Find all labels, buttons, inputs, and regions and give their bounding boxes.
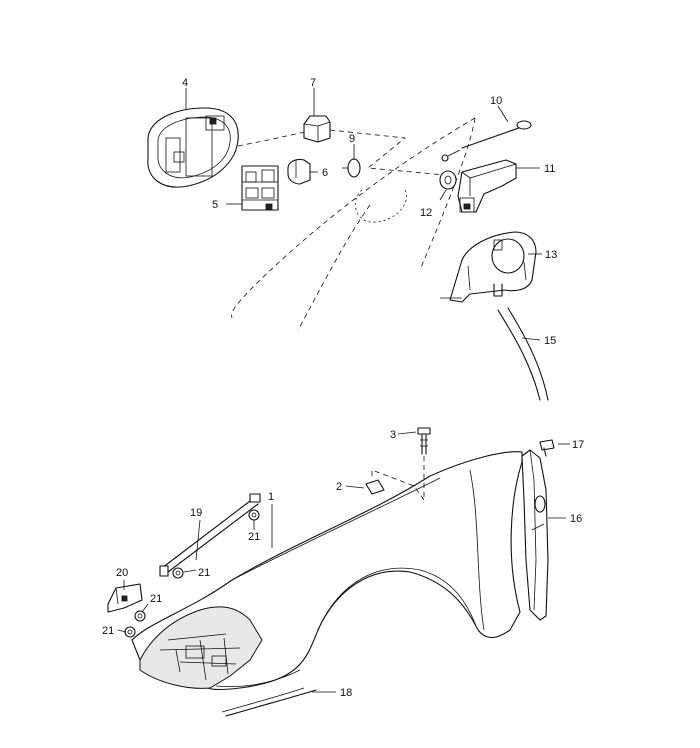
callout-7: 7	[310, 77, 316, 89]
drain-hose-part-15	[497, 307, 549, 401]
sill-strip-part-18	[221, 687, 317, 717]
nut-21-a	[248, 509, 260, 521]
callout-17: 17	[572, 439, 584, 451]
leaders-upper	[185, 88, 542, 341]
wheel-arch-liner	[139, 606, 263, 689]
clip-part-6	[287, 158, 311, 185]
callout-9: 9	[349, 133, 355, 145]
callout-21-c: 21	[150, 593, 162, 605]
bolt-part-3	[417, 427, 431, 500]
body-panel-outline	[231, 117, 476, 331]
nut-21-c	[134, 610, 146, 622]
callout-2: 2	[336, 481, 342, 493]
hinge-block-part-7	[303, 115, 331, 143]
nut-21-d	[124, 626, 136, 638]
callout-16: 16	[570, 513, 582, 525]
callout-labels: 1 2 3 4 5 6 7 9 10 11 12 13 15 16 17 18 …	[102, 77, 584, 699]
callout-3: 3	[390, 429, 396, 441]
screw-part-17	[539, 439, 555, 457]
callout-1: 1	[268, 491, 274, 503]
cable-part-10	[441, 120, 532, 162]
callout-21-a: 21	[248, 531, 260, 543]
callout-19: 19	[190, 507, 202, 519]
clip-nut-part-2	[365, 469, 425, 501]
callout-18: 18	[340, 687, 352, 699]
callout-6: 6	[322, 167, 328, 179]
bracket-part-20	[107, 583, 143, 613]
callout-10: 10	[490, 95, 502, 107]
callout-21-b: 21	[198, 567, 210, 579]
callout-13: 13	[545, 249, 557, 261]
filler-housing-part-13	[440, 231, 537, 303]
fuel-flap-part-4	[147, 107, 239, 188]
actuator-part-11	[457, 159, 517, 213]
nut-21-b	[172, 567, 184, 579]
callout-11: 11	[544, 163, 555, 175]
link-hinge-to-body	[329, 129, 446, 176]
link-flap-to-hinge	[237, 131, 306, 147]
callout-12: 12	[420, 207, 432, 219]
grommet-part-12	[439, 170, 457, 190]
callout-5: 5	[212, 199, 218, 211]
callout-4: 4	[182, 77, 188, 89]
callout-20: 20	[116, 567, 128, 579]
panel-part-16	[521, 449, 549, 621]
leaders-lower	[117, 431, 570, 693]
callout-21-d: 21	[102, 625, 114, 637]
grommet-part-9	[342, 158, 361, 178]
support-rod-part-19	[159, 493, 261, 577]
callout-15: 15	[544, 335, 556, 347]
latch-housing-part-5	[241, 165, 279, 211]
